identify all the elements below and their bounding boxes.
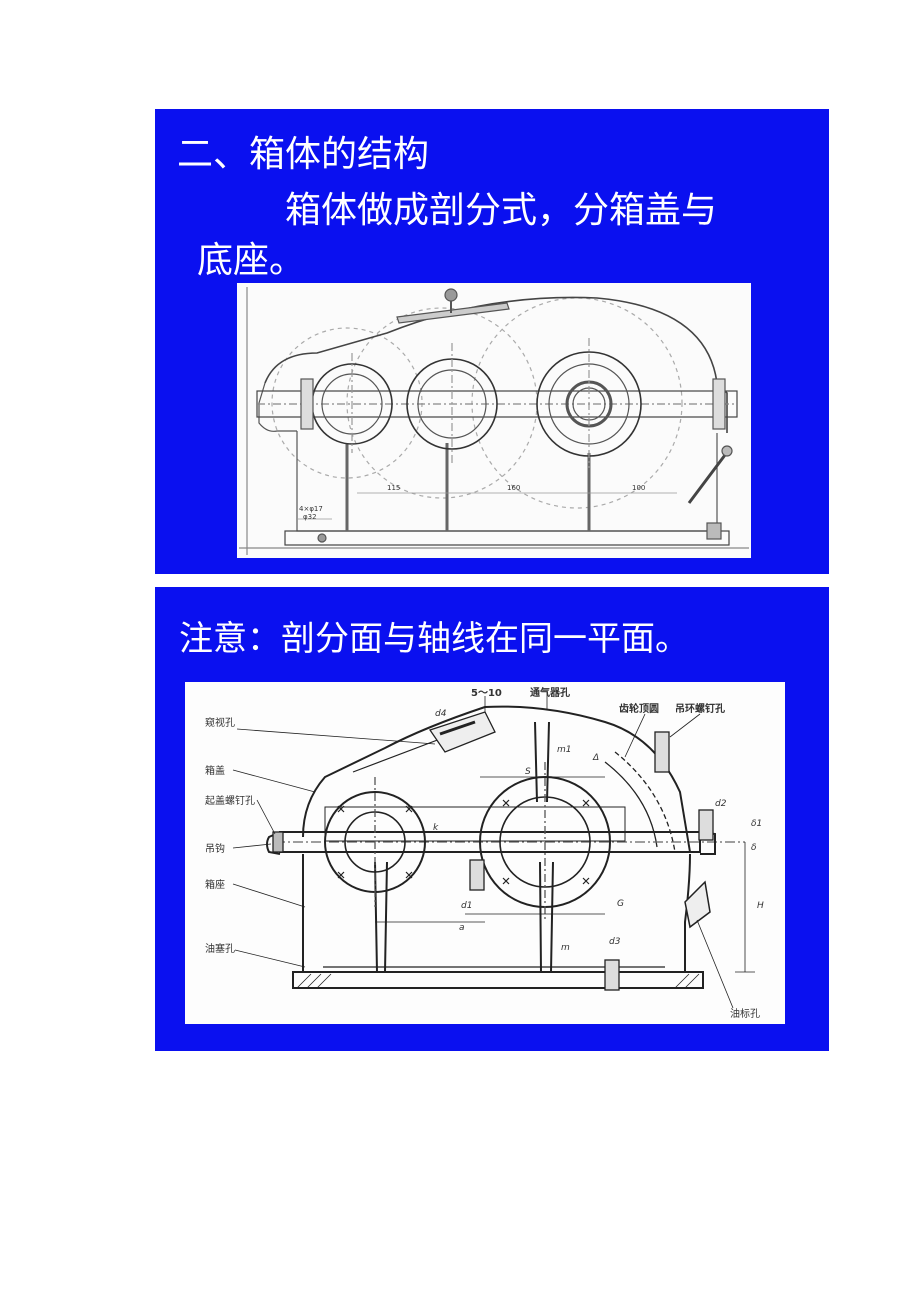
sym-H: H [757,901,764,911]
gearbox-labeled-svg: 窥视孔 箱盖 起盖螺钉孔 吊钩 箱座 油塞孔 5～10 通气器孔 齿轮顶圆 吊环… [205,686,764,1020]
slide-box-structure: 二、箱体的结构 箱体做成剖分式，分箱盖与 底座。 [155,109,829,574]
label-gear-tip-circle: 齿轮顶圆 [619,702,659,715]
sym-d3: d3 [609,937,621,947]
label-dim-5-10: 5～10 [471,688,502,699]
label-hook: 吊钩 [205,843,225,855]
slide1-heading: 二、箱体的结构 [177,134,430,175]
sym-a: a [459,923,465,933]
label-dipstick-hole: 油标孔 [730,1007,760,1020]
label-eye-bolt-hole: 吊环螺钉孔 [675,702,725,715]
sym-d4: d4 [435,709,447,719]
hole-callout-2: φ32 [303,513,317,521]
sym-d2: d2 [715,799,727,809]
dim-160: 160 [507,484,520,492]
label-oil-drain: 油塞孔 [205,942,235,955]
sym-m1: m1 [557,745,572,755]
sym-delta1: δ1 [751,819,762,829]
gearbox-drawing-2: 窥视孔 箱盖 起盖螺钉孔 吊钩 箱座 油塞孔 5～10 通气器孔 齿轮顶圆 吊环… [185,682,785,1024]
sym-delta-small: δ [751,843,757,853]
label-cover: 箱盖 [205,764,225,777]
sym-k: k [433,823,439,833]
label-jack-screw-hole: 起盖螺钉孔 [205,794,255,807]
sym-delta: Δ [592,753,599,763]
hole-callout-1: 4×φ17 [299,505,323,513]
sym-S: S [525,767,531,777]
sym-m: m [561,943,570,953]
slide2-heading: 注意：剖分面与轴线在同一平面。 [179,619,689,659]
label-vent-hole: 通气器孔 [530,686,570,699]
sym-G: G [617,899,624,909]
slide1-body-line2: 底座。 [197,240,306,281]
gearbox-elevation-svg: 115 160 100 4×φ17 φ32 [239,287,749,555]
slide-split-plane-note: 注意：剖分面与轴线在同一平面。 [155,587,829,1051]
dim-100: 100 [632,484,645,492]
dim-115: 115 [387,484,400,492]
label-peep-hole: 窥视孔 [205,716,235,729]
gearbox-drawing-1: 115 160 100 4×φ17 φ32 [237,283,751,558]
sym-d1: d1 [461,901,472,911]
label-base: 箱座 [205,878,225,891]
slide1-body-line1: 箱体做成剖分式，分箱盖与 [285,190,718,231]
